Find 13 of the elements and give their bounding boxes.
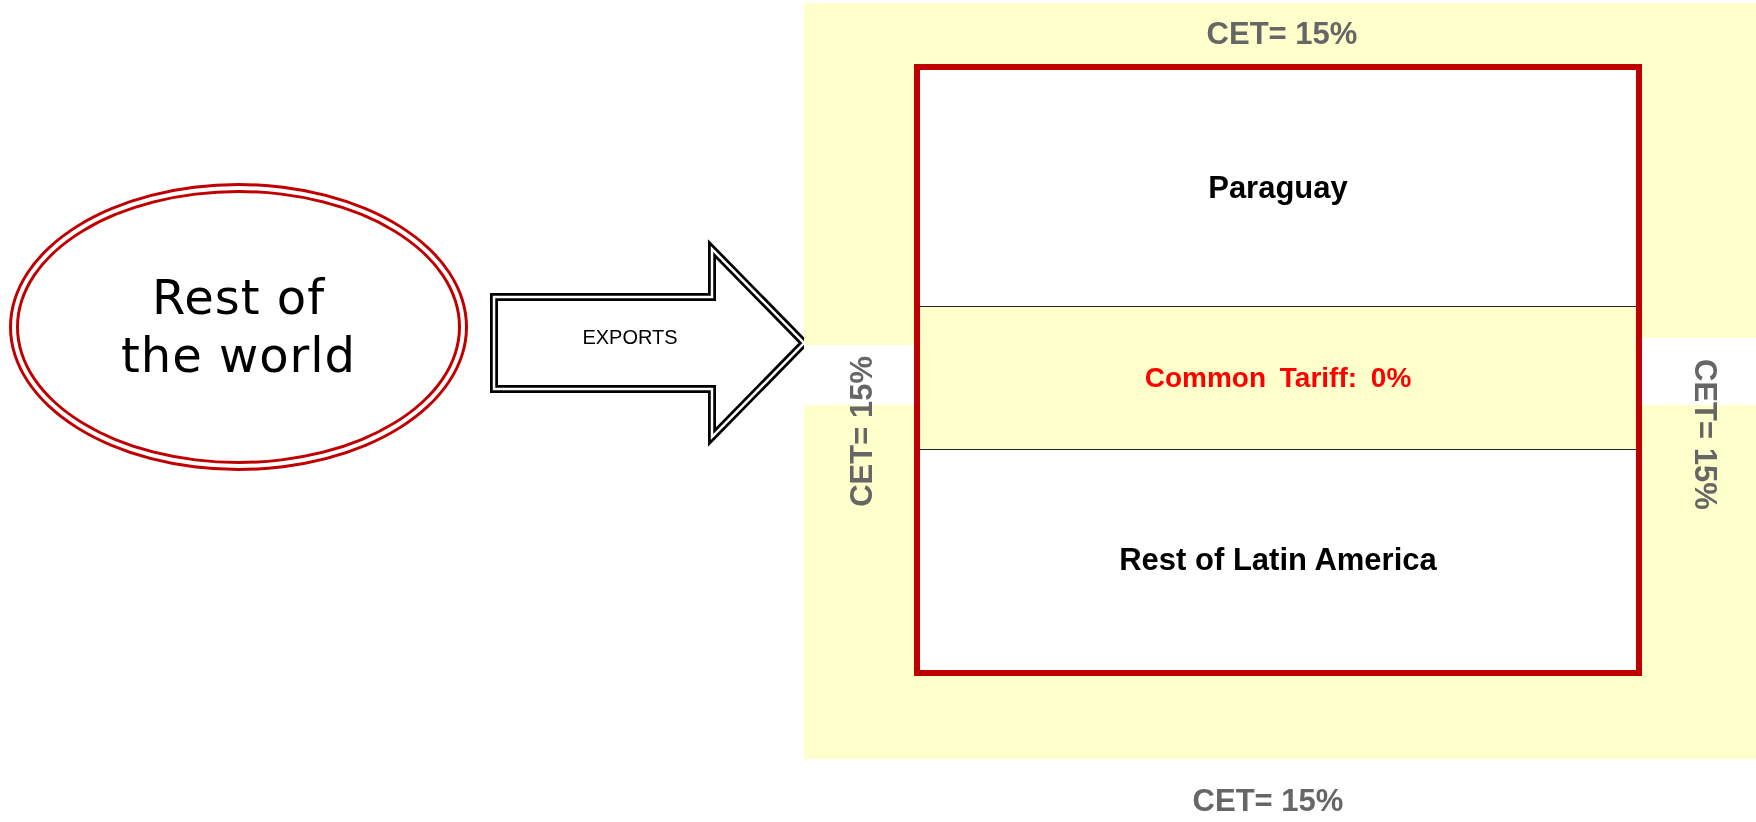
oval-node — [9, 183, 468, 471]
tariff-text: Common Tariff: 0% — [1143, 361, 1413, 395]
tariff-label: CET= 15% — [844, 355, 880, 507]
edge-label: EXPORTS — [581, 326, 679, 349]
tariff-zone-band — [804, 3, 1756, 759]
tariff-band — [920, 306, 1636, 450]
tariff-label: CET= 15% — [1192, 783, 1344, 819]
country-name: Paraguay — [1207, 169, 1349, 207]
tariff-label: CET= 15% — [1206, 16, 1358, 52]
node-title: Rest of the world — [119, 269, 358, 385]
bloc-frame — [914, 64, 1642, 676]
tariff-label: CET= 15% — [1687, 358, 1723, 510]
country-name: Rest of Latin America — [1118, 541, 1438, 579]
